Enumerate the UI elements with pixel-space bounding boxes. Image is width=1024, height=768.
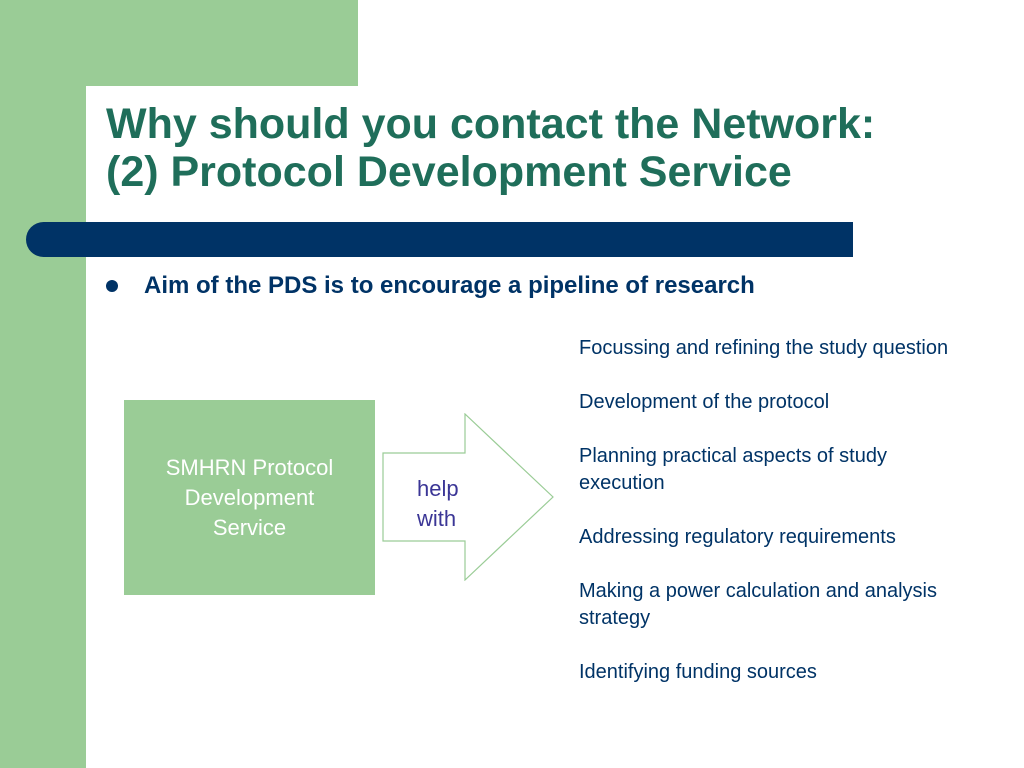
- bullet-point: Aim of the PDS is to encourage a pipelin…: [106, 272, 755, 300]
- pds-service-box: SMHRN Protocol Development Service: [124, 400, 375, 595]
- list-item: Identifying funding sources: [579, 661, 817, 683]
- pds-box-line-2: Development: [184, 485, 315, 510]
- title-divider-band: [26, 222, 853, 257]
- list-item: Addressing regulatory requirements: [579, 526, 896, 548]
- list-item: Development of the protocol: [579, 391, 830, 413]
- top-accent-bar: [0, 0, 358, 86]
- arrow-label-line-1: help: [417, 476, 459, 501]
- pds-box-line-3: Service: [212, 515, 287, 540]
- title-line-2: (2) Protocol Development Service: [106, 148, 792, 196]
- slide-title: Why should you contact the Network: (2) …: [106, 100, 986, 196]
- service-items-list: Focussing and refining the study questio…: [579, 335, 959, 713]
- arrow-label-line-2: with: [417, 506, 457, 531]
- title-line-1: Why should you contact the Network:: [106, 100, 876, 148]
- right-arrow-icon: [382, 413, 554, 581]
- pds-box-line-1: SMHRN Protocol: [165, 455, 334, 480]
- list-item: Planning practical aspects of study exec…: [579, 445, 887, 494]
- arrow-label: help with: [417, 474, 459, 534]
- left-accent-bar: [0, 0, 86, 768]
- list-item: Focussing and refining the study questio…: [579, 337, 949, 359]
- bullet-dot-icon: [106, 280, 118, 292]
- bullet-text: Aim of the PDS is to encourage a pipelin…: [144, 272, 755, 299]
- list-item: Making a power calculation and analysis …: [579, 580, 937, 629]
